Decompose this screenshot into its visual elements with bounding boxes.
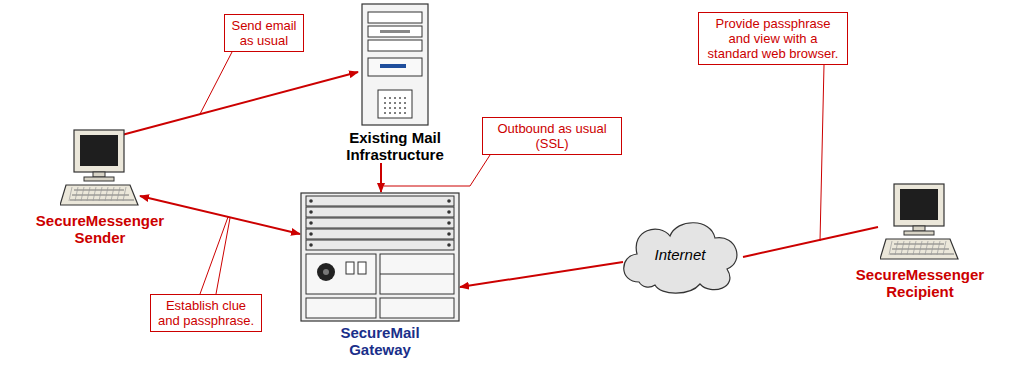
node-label: Existing Mail Infrastructure	[320, 129, 470, 163]
leader-line	[820, 65, 824, 241]
callout-text: Establish clue and passphrase.	[155, 298, 257, 328]
gateway-appliance: SecureMail Gateway	[290, 192, 470, 358]
callout-box: Establish clue and passphrase.	[150, 294, 262, 332]
gateway-appliance-icon	[300, 192, 460, 322]
callout-text: Send email as usual	[229, 18, 299, 48]
sender-computer: SecureMessenger Sender	[30, 128, 170, 246]
leader-line	[200, 217, 228, 294]
node-label: Internet	[655, 246, 706, 263]
callout-text: Outbound as usual (SSL)	[487, 121, 617, 151]
node-label: SecureMessenger Sender	[30, 212, 170, 246]
connector-arrow	[118, 72, 358, 136]
node-label: SecureMail Gateway	[330, 324, 430, 358]
connector-arrow	[380, 163, 382, 192]
callout-box: Outbound as usual (SSL)	[482, 117, 622, 155]
callout-text: Provide passphrase and view with a stand…	[703, 16, 843, 61]
node-label: SecureMessenger Recipient	[850, 266, 990, 300]
mail-server: Existing Mail Infrastructure	[320, 2, 470, 163]
leader-line	[216, 218, 230, 294]
connector-arrow	[743, 227, 878, 257]
recipient-computer: SecureMessenger Recipient	[850, 182, 990, 300]
server-tower-icon	[360, 2, 430, 127]
computer-icon	[880, 182, 960, 264]
internet-cloud: Internet	[615, 212, 745, 297]
leader-line	[200, 52, 232, 114]
connector-arrow	[460, 262, 623, 287]
computer-icon	[60, 128, 140, 210]
callout-box: Send email as usual	[224, 14, 304, 52]
callout-box: Provide passphrase and view with a stand…	[698, 12, 848, 65]
